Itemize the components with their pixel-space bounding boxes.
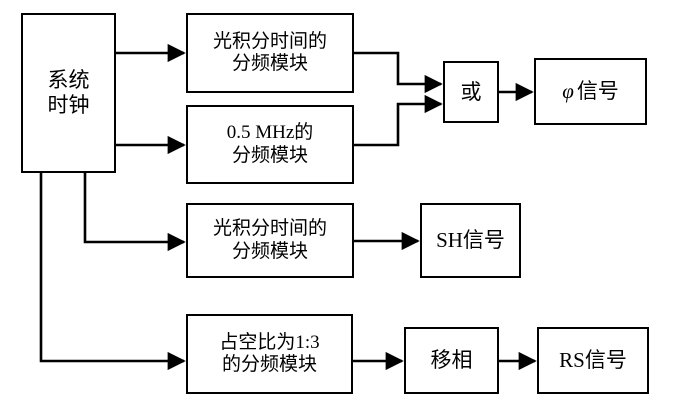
block-or-gate[interactable]: 或: [443, 61, 499, 123]
block-or-gate-label: 或: [460, 79, 482, 104]
block-system-clock[interactable]: 系统 时钟: [21, 13, 116, 173]
block-rs-signal-label: RS信号: [559, 348, 627, 373]
block-integration-time-divider-2[interactable]: 光积分时间的 分频模块: [186, 203, 354, 278]
block-system-clock-line-1: 系统: [47, 68, 90, 93]
wire-clock-to-duty-div: [39, 173, 186, 371]
block-rs-signal[interactable]: RS信号: [537, 327, 649, 394]
block-integration-time-divider-2-line-1: 光积分时间的: [212, 218, 327, 240]
block-duty-cycle-divider-line-2: 的分频模块: [221, 354, 317, 375]
wire-int-div-1-to-or: [354, 51, 443, 94]
wire-mhz-div-to-or: [354, 94, 443, 147]
block-mhz-divider[interactable]: 0.5 MHz的 分频模块: [186, 105, 354, 184]
block-phi-signal-text: 信号: [576, 79, 619, 104]
block-mhz-divider-line-2: 分频模块: [231, 144, 308, 166]
block-sh-signal-label: SH信号: [436, 228, 505, 253]
block-integration-time-divider-1-line-2: 分频模块: [231, 53, 308, 74]
block-sh-signal[interactable]: SH信号: [420, 203, 521, 278]
block-duty-cycle-divider-line-1: 占空比为1:3: [219, 331, 320, 353]
block-phase-shift-label: 移相: [430, 348, 473, 373]
block-integration-time-divider-1[interactable]: 光积分时间的 分频模块: [186, 13, 354, 93]
wire-clock-to-int-div-2: [83, 173, 186, 252]
block-integration-time-divider-2-line-2: 分频模块: [231, 240, 308, 262]
block-phase-shift[interactable]: 移相: [404, 327, 499, 394]
phi-symbol: φ: [562, 79, 574, 104]
block-integration-time-divider-1-line-1: 光积分时间的: [212, 30, 327, 52]
block-system-clock-line-2: 时钟: [47, 93, 90, 117]
block-duty-cycle-divider[interactable]: 占空比为1:3 的分频模块: [186, 314, 353, 394]
block-mhz-divider-line-1: 0.5 MHz的: [226, 122, 314, 144]
